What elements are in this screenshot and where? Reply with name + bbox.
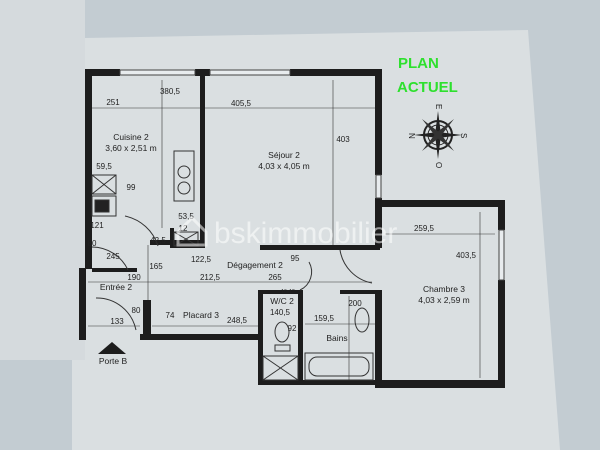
walls xyxy=(79,69,505,388)
entrance-label: Porte B xyxy=(99,356,128,366)
watermark-text: bskimmobilier xyxy=(214,217,397,250)
room-name-sejour: Séjour 2 xyxy=(268,150,300,160)
dimension-label: 121 xyxy=(90,221,104,230)
back-sheet xyxy=(0,0,85,360)
dimension-label: 59,5 xyxy=(96,162,112,171)
windows xyxy=(119,69,505,281)
dimension-label: 200 xyxy=(348,299,362,308)
dimension-label: 140,5 xyxy=(270,308,291,317)
dimension-label: 165 xyxy=(149,262,163,271)
compass-east: E xyxy=(434,104,443,109)
room-name-cuisine: Cuisine 2 xyxy=(113,132,149,142)
dimension-label: 133 xyxy=(110,317,124,326)
dimension-label: 53,5 xyxy=(178,212,194,221)
dimension-label: 92 xyxy=(288,324,297,333)
room-size-cuisine: 3,60 x 2,51 m xyxy=(105,143,157,153)
room-name-chambre: Chambre 3 xyxy=(423,284,465,294)
dimension-label: 212,5 xyxy=(200,273,221,282)
dimension-label: 74 xyxy=(166,311,175,320)
dimension-label: 259,5 xyxy=(414,224,435,233)
dimension-label: 245 xyxy=(106,252,120,261)
room-name-placard: Placard 3 xyxy=(183,310,219,320)
dimension-label: 403 xyxy=(336,135,350,144)
room-labels: Cuisine 2 3,60 x 2,51 m Séjour 2 4,03 x … xyxy=(100,132,470,343)
room-name-entree: Entrée 2 xyxy=(100,282,132,292)
dimension-label: 380,5 xyxy=(160,87,181,96)
room-name-degagement: Dégagement 2 xyxy=(227,260,283,270)
dimension-label: 99 xyxy=(127,183,136,192)
room-name-bains: Bains xyxy=(326,333,347,343)
compass-rose: E N S O xyxy=(407,104,468,168)
dimension-label: 122,5 xyxy=(191,255,212,264)
dimension-label: 251 xyxy=(106,98,120,107)
dimension-label: 403,5 xyxy=(456,251,477,260)
plan-title-line2: ACTUEL xyxy=(397,79,458,96)
dimension-label: 190 xyxy=(127,273,141,282)
dimension-label: 265 xyxy=(268,273,282,282)
watermark: bskimmobilier xyxy=(176,215,397,250)
plan-title-line1: PLAN xyxy=(398,55,439,72)
room-name-wc: W/C 2 xyxy=(270,296,294,306)
room-size-chambre: 4,03 x 2,59 m xyxy=(418,295,470,305)
compass-west: O xyxy=(434,162,443,168)
compass-north: N xyxy=(407,133,416,139)
entrance-arrow-icon xyxy=(98,342,126,354)
dimension-label: 42,5 xyxy=(150,236,166,245)
dimension-label: 248,5 xyxy=(227,316,248,325)
dimension-label: 405,5 xyxy=(231,99,252,108)
compass-south: S xyxy=(459,133,468,138)
dimension-label: 159,5 xyxy=(314,314,335,323)
dimension-label: 80 xyxy=(132,306,141,315)
dimension-lines xyxy=(88,80,495,380)
watermark-house-icon xyxy=(176,215,208,247)
dimension-label: 95 xyxy=(291,254,300,263)
dimension-label: 80 xyxy=(88,239,97,248)
dimension-labels: 251 380,5 405,5 403 59,5 99 53,5 12 42,5… xyxy=(88,87,477,333)
dimension-label: 16x12 xyxy=(281,289,295,295)
room-size-sejour: 4,03 x 4,05 m xyxy=(258,161,310,171)
